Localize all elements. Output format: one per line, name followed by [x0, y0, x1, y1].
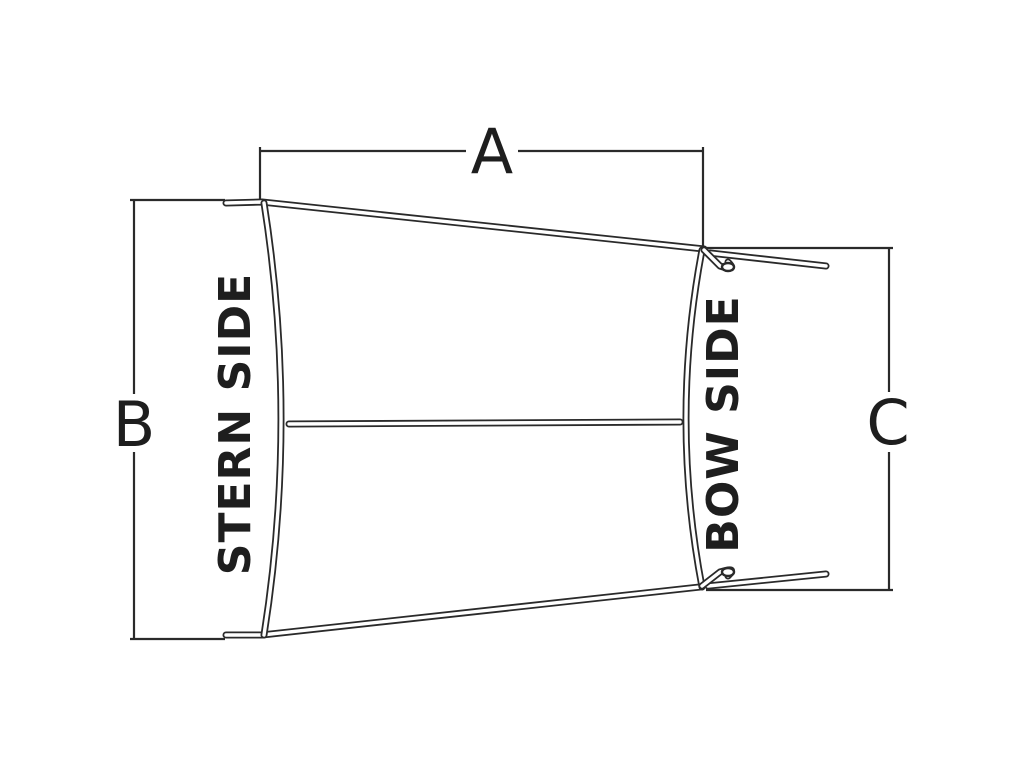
dimension-a-label: A	[471, 115, 513, 188]
dimension-a: A	[258, 115, 705, 248]
stern-side-label: STERN SIDE	[210, 273, 261, 575]
bow-side-label: BOW SIDE	[698, 295, 749, 552]
dimension-b-label: B	[113, 388, 156, 461]
dimension-c-label: C	[866, 386, 909, 459]
dimension-b: B	[113, 198, 225, 641]
dimension-c: C	[706, 246, 910, 592]
frame-structure	[222, 198, 830, 639]
